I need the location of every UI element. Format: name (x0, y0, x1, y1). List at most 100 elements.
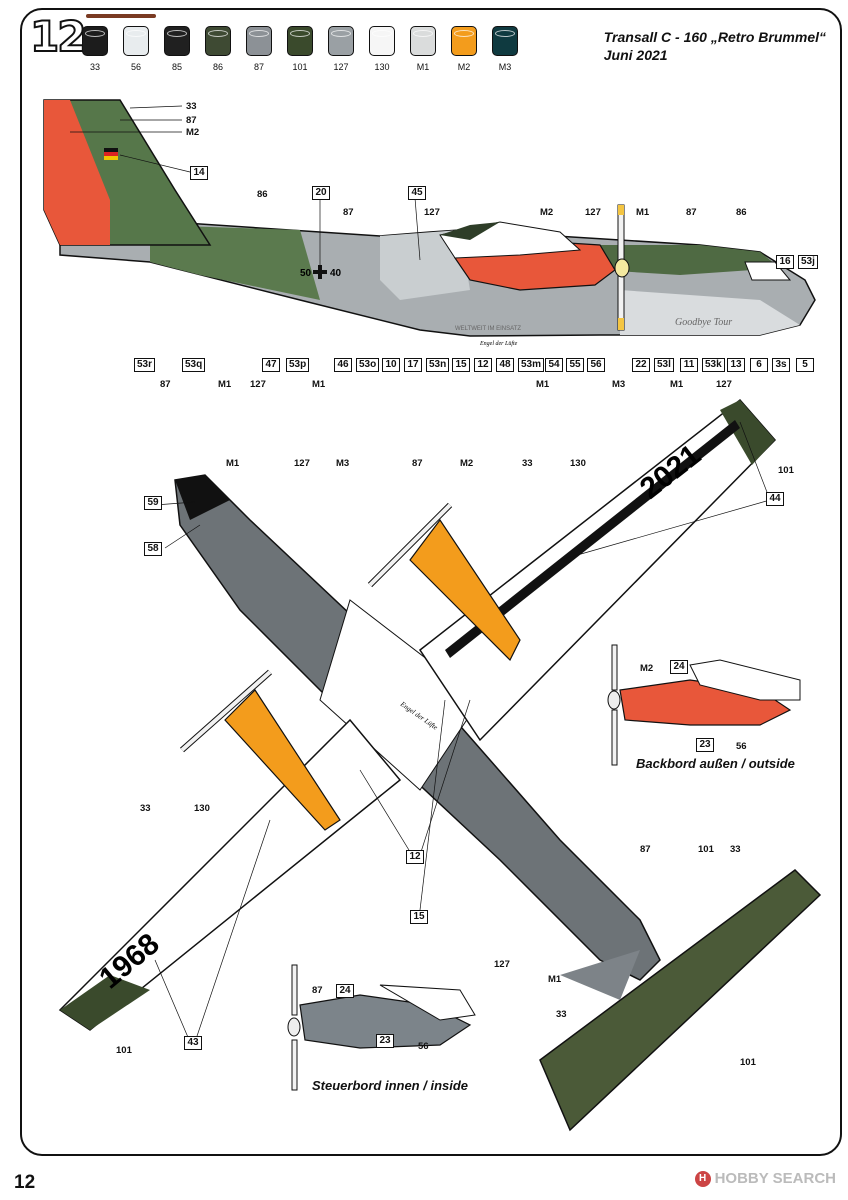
side-decal-13: 13 (727, 358, 745, 372)
side-decal-53p: 53p (286, 358, 310, 372)
paint-can-icon (328, 26, 354, 56)
top-decal-44: 44 (766, 492, 784, 506)
paint-pot-56: 56 (123, 26, 149, 72)
paint-pot-86: 86 (205, 26, 231, 72)
starboard-decal-23: 23 (376, 1034, 394, 1048)
side-label-87-bottom: 87 (160, 379, 171, 390)
top-label-m2: M2 (460, 458, 474, 469)
top-label-87: 87 (412, 458, 423, 469)
side-label-87-front: 87 (686, 207, 697, 218)
side-engel-text: Engel der Lüfte (479, 340, 518, 347)
side-serial-left: 50 (300, 268, 312, 279)
paint-can-icon (410, 26, 436, 56)
side-decal-47: 47 (262, 358, 280, 372)
inset-starboard-engine (287, 964, 476, 1091)
side-decal-11: 11 (680, 358, 698, 372)
side-slogan: WELTWEIT IM EINSATZ (455, 326, 521, 332)
port-label-56: 56 (736, 741, 747, 752)
hobbysearch-logo-icon: H (694, 1170, 711, 1187)
top-engine-left (224, 689, 341, 831)
top-label-m1: M1 (226, 458, 240, 469)
top-label-127-tail: 127 (494, 959, 510, 970)
paint-code: 33 (89, 62, 100, 72)
starboard-label-56: 56 (418, 1041, 429, 1052)
top-label-m3: M3 (336, 458, 350, 469)
paint-code: 127 (333, 62, 349, 72)
paint-can-icon (164, 26, 190, 56)
side-decal-15: 15 (452, 358, 470, 372)
paint-pot-m3: M3 (492, 26, 518, 72)
paint-can-icon (287, 26, 313, 56)
paint-code: M2 (457, 62, 471, 72)
paint-pot-m1: M1 (410, 26, 436, 72)
side-label-m2-engine: M2 (540, 207, 554, 218)
paint-can-icon (451, 26, 477, 56)
inset-port-engine (607, 644, 801, 766)
top-tailplane (539, 869, 822, 1132)
side-decal-46: 46 (334, 358, 352, 372)
side-label-m1-prop: M1 (636, 207, 650, 218)
top-label-87-tail: 87 (640, 844, 651, 855)
top-decal-43: 43 (184, 1036, 202, 1050)
port-caption: Backbord außen / outside (636, 756, 795, 771)
side-label-127-mid: 127 (424, 207, 440, 218)
side-decal-53j: 53j (798, 255, 818, 269)
paint-code: 85 (171, 62, 182, 72)
paint-pot-33: 33 (82, 26, 108, 72)
side-label-127-engine: 127 (585, 207, 601, 218)
side-decal-12: 12 (474, 358, 492, 372)
side-label-86-tail: 86 (257, 189, 268, 200)
paint-can-icon (123, 26, 149, 56)
side-goodbye-text: Goodbye Tour (675, 317, 732, 328)
side-serial-right: 40 (330, 268, 342, 279)
side-decal-17: 17 (404, 358, 422, 372)
side-decal-55: 55 (566, 358, 584, 372)
paint-can-icon (246, 26, 272, 56)
top-label-m1-tail: M1 (548, 974, 562, 985)
top-view-aircraft: 2021 1968 Engel der Lüfte (58, 398, 822, 1132)
port-decal-24: 24 (670, 660, 688, 674)
title-line2: Juni 2021 (603, 47, 668, 63)
side-decal-53o: 53o (356, 358, 380, 372)
top-label-130-left: 130 (194, 803, 210, 814)
top-label-33-left: 33 (140, 803, 151, 814)
side-decal-53r: 53r (134, 358, 156, 372)
top-decal-59: 59 (144, 496, 162, 510)
side-decal-10: 10 (382, 358, 400, 372)
starboard-caption: Steuerbord innen / inside (312, 1078, 469, 1093)
starboard-decal-24: 24 (336, 984, 354, 998)
side-decal-20: 20 (312, 186, 330, 200)
side-decal-53q: 53q (182, 358, 206, 372)
top-engine-right (409, 518, 521, 662)
paint-code: 86 (212, 62, 223, 72)
side-decal-56: 56 (587, 358, 605, 372)
top-label-33-lower: 33 (556, 1009, 567, 1020)
side-label-m2: M2 (186, 127, 200, 138)
port-decal-23: 23 (696, 738, 714, 752)
top-label-127: 127 (294, 458, 310, 469)
starboard-label-87: 87 (312, 985, 323, 996)
paint-can-icon (82, 26, 108, 56)
leader-lines (70, 105, 771, 1043)
paintbrush-icon (86, 14, 156, 18)
side-decal-6: 6 (750, 358, 768, 372)
side-label-m1-center: M1 (312, 379, 326, 390)
step-number: 12 (29, 11, 87, 62)
side-decal-48: 48 (496, 358, 514, 372)
top-decal-15: 15 (410, 910, 428, 924)
side-decal-22: 22 (632, 358, 650, 372)
paint-can-icon (369, 26, 395, 56)
port-label-m2: M2 (640, 663, 654, 674)
watermark-text: HOBBY SEARCH (714, 1170, 836, 1187)
side-view-aircraft: 50 40 WELTWEIT IM EINSATZ Engel der Lüft… (43, 99, 816, 347)
paint-code: 130 (374, 62, 390, 72)
paint-code: M1 (416, 62, 430, 72)
paint-code: M3 (498, 62, 512, 72)
side-decal-53k: 53k (702, 358, 725, 372)
side-decal-53n: 53n (426, 358, 450, 372)
side-label-33: 33 (186, 101, 197, 112)
side-decal-14: 14 (190, 166, 208, 180)
side-decal-3s: 3s (772, 358, 790, 372)
paint-pot-127: 127 (328, 26, 354, 72)
